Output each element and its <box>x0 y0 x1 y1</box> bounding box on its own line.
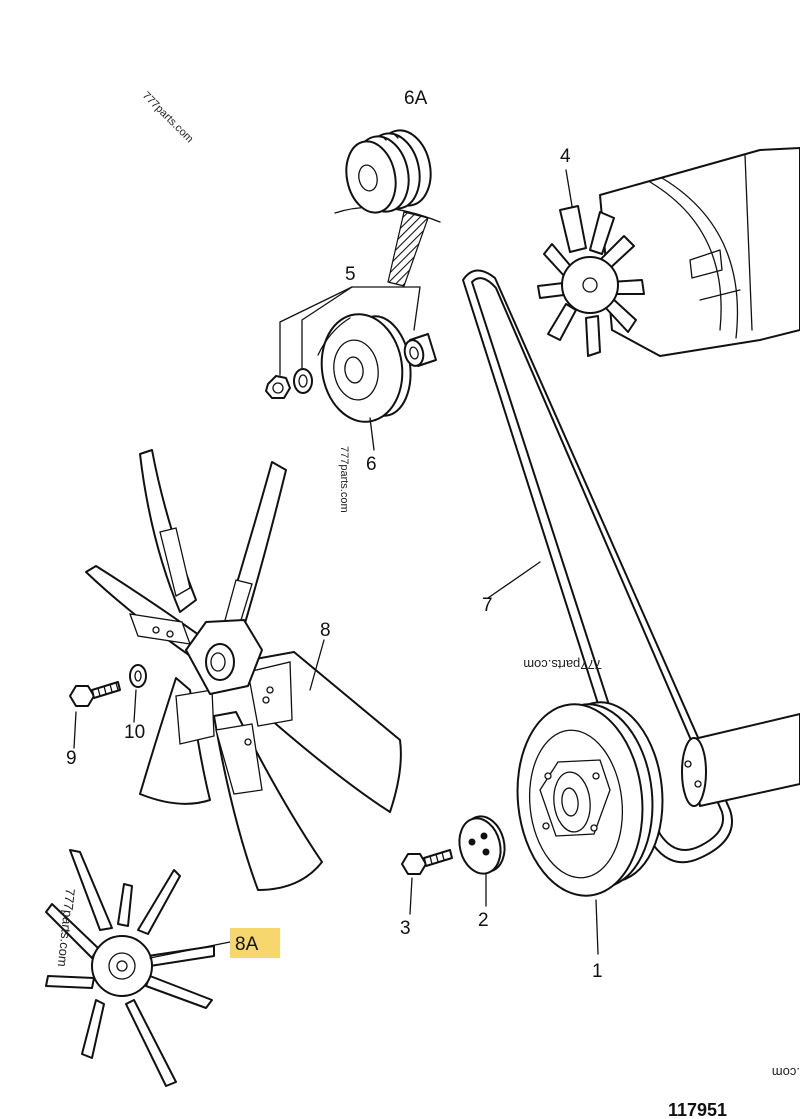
callout-4: 4 <box>560 146 571 167</box>
bolt-9[interactable] <box>69 681 121 749</box>
retaining-plate-2[interactable] <box>454 812 510 907</box>
watermark: 777parts.com <box>140 90 196 146</box>
v-belt-7[interactable] <box>462 269 733 864</box>
drawing-number: 117951 <box>668 1100 727 1119</box>
nut[interactable] <box>265 375 291 399</box>
watermark: 777parts.com <box>523 657 602 672</box>
spacer[interactable] <box>402 333 437 368</box>
callout-6a: 6A <box>404 88 428 109</box>
callout-3: 3 <box>400 918 411 939</box>
cooling-fan-8a[interactable] <box>45 849 231 1087</box>
callout-highlight-8a <box>230 928 280 958</box>
callout-8a: 8A <box>235 934 259 955</box>
washer[interactable] <box>293 368 313 394</box>
alternator-4[interactable] <box>537 147 800 357</box>
callout-1: 1 <box>592 961 603 982</box>
watermark: 777parts.com <box>338 446 350 513</box>
bolt-3[interactable] <box>401 849 453 915</box>
alternator-fan <box>537 205 645 357</box>
callout-6: 6 <box>366 454 377 475</box>
watermark: 777parts.com <box>55 888 78 968</box>
pulley-assembly-5-6[interactable] <box>265 286 437 451</box>
callout-2: 2 <box>478 910 489 931</box>
lock-washer-10[interactable] <box>129 664 147 723</box>
cooling-fan-8[interactable] <box>85 449 402 891</box>
pulley-6[interactable] <box>315 309 417 427</box>
double-pulley-6a[interactable] <box>334 125 441 287</box>
callout-8: 8 <box>320 620 331 641</box>
watermark: .com <box>772 1065 800 1080</box>
callout-9: 9 <box>66 748 77 769</box>
callout-10: 10 <box>124 722 145 743</box>
callout-leader-7 <box>487 561 541 599</box>
callout-7: 7 <box>482 595 493 616</box>
callout-5: 5 <box>345 264 356 285</box>
crankshaft-pulley-1[interactable] <box>508 697 800 955</box>
